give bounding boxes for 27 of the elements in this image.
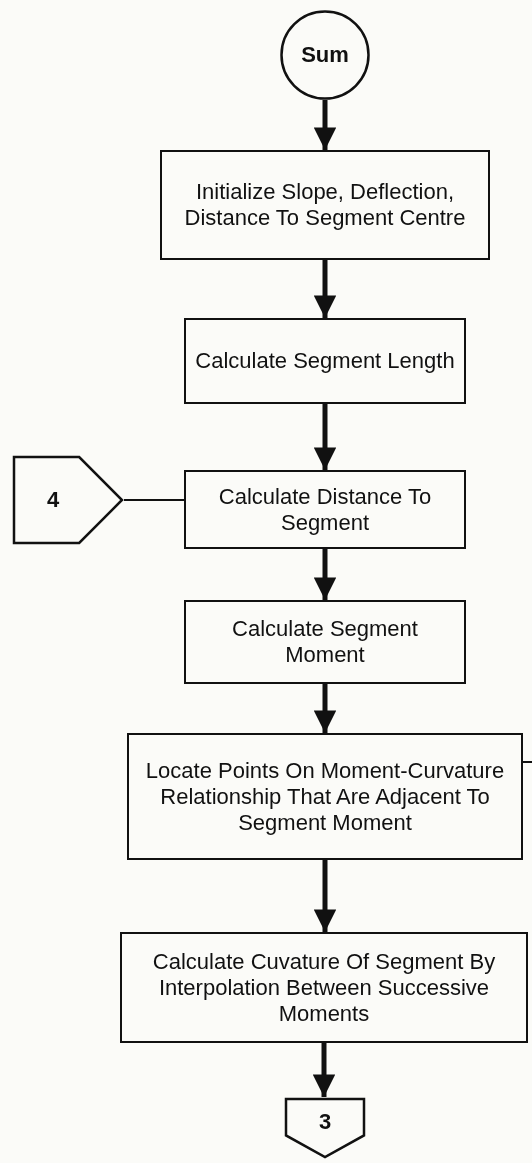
flow-arrow	[313, 684, 337, 733]
process-box	[184, 318, 466, 404]
off-page-connector	[284, 1097, 366, 1159]
node-label: 4	[46, 487, 61, 513]
flow-arrow	[313, 860, 337, 932]
process-box	[160, 150, 490, 260]
node-label: 3	[318, 1109, 332, 1136]
flow-arrow	[313, 100, 337, 150]
node-label: Sum	[301, 42, 349, 68]
node-label: Calculate Segment Moment	[231, 616, 419, 668]
node-label: Locate Points On Moment-Curvature Relationship That Are Adjacent To Segment Moment	[144, 757, 506, 836]
flow-arrow	[313, 549, 337, 600]
process-box	[184, 600, 466, 684]
flow-arrow	[313, 404, 337, 470]
off-page-connector	[12, 455, 124, 545]
node-label: Initialize Slope, Deflection, Distance To Segment Centre	[183, 179, 467, 231]
flow-arrow	[313, 260, 337, 318]
process-box	[120, 932, 528, 1043]
connector-line	[123, 499, 185, 501]
process-box	[127, 733, 523, 860]
process-box	[184, 470, 466, 549]
node-label: Calculate Cuvature Of Segment By Interpolation Between Successive Moments	[151, 948, 497, 1027]
connector-line	[522, 761, 532, 763]
terminal-circle	[280, 10, 370, 100]
node-label: Calculate Distance To Segment	[217, 483, 433, 536]
node-label: Calculate Segment Length	[195, 348, 455, 374]
flow-arrow	[312, 1043, 336, 1097]
